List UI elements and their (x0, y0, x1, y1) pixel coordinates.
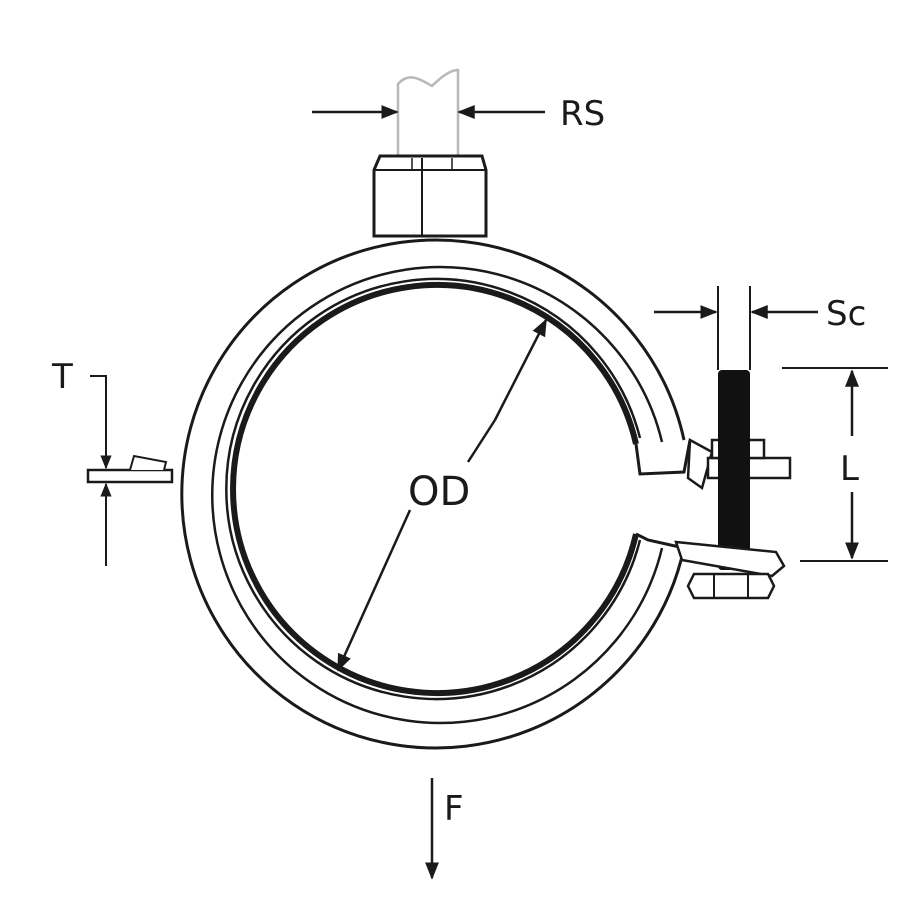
threaded-rod (396, 68, 460, 156)
od-dimension: OD (336, 318, 548, 672)
rs-dimension: RS (312, 94, 605, 134)
screw (717, 340, 751, 570)
top-nut (372, 154, 488, 238)
clamp-ring (180, 238, 692, 750)
t-dimension: T (51, 357, 112, 566)
bottom-nut (686, 572, 776, 600)
sc-dimension: Sc (654, 286, 866, 355)
t-label: T (51, 357, 73, 397)
sc-label: Sc (826, 294, 866, 334)
force-arrow: F (425, 778, 464, 880)
rs-label: RS (560, 94, 605, 134)
l-label: L (840, 449, 859, 489)
od-label: OD (408, 469, 470, 515)
f-label: F (444, 789, 464, 829)
left-tab (86, 454, 174, 484)
lower-lug (674, 540, 786, 578)
l-dimension: L (782, 367, 888, 562)
